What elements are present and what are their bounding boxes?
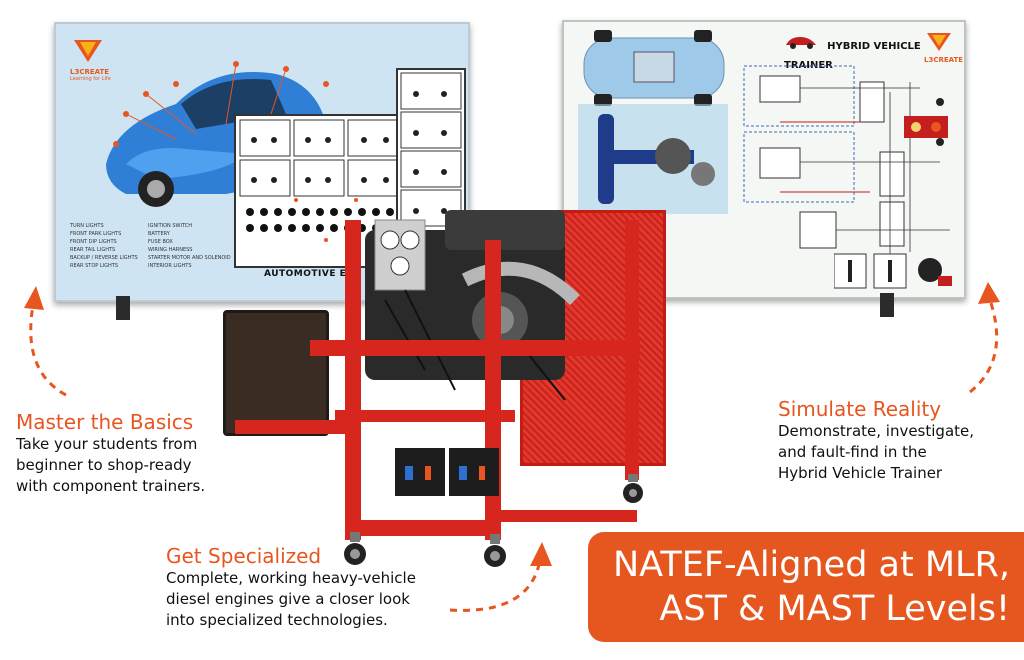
legend-item: WIRING HARNESS (148, 247, 193, 253)
callout-line: and fault-find in the (778, 443, 927, 461)
legend-item: IGNITION SWITCH (148, 223, 192, 229)
frame-rail (310, 340, 640, 356)
control-knobs (834, 253, 952, 289)
dashed-arrow-center (449, 542, 552, 612)
brand-logo: L3CREATE (924, 30, 963, 64)
legend-item: BACKUP / REVERSE LIGHTS (70, 255, 138, 261)
frame-rail (335, 410, 515, 422)
shield-logo-icon (74, 40, 102, 62)
circuit-diagram (239, 119, 403, 242)
legend-item: STARTER MOTOR AND SOLENOID (148, 255, 231, 261)
callout-line: Hybrid Vehicle Trainer (778, 464, 943, 482)
batteries (395, 448, 499, 496)
frame-post (345, 220, 361, 540)
callout-heading: Simulate Reality (778, 397, 942, 421)
diesel-engine-trainer (215, 180, 685, 580)
legend-item: FUSE BOX (148, 239, 173, 245)
callout-heading: Get Specialized (166, 544, 322, 568)
dashed-arrow-left (24, 286, 67, 397)
callout-line: Take your students from (16, 435, 198, 453)
caster-wheel (344, 532, 366, 565)
legend-item: TURN LIGHTS (70, 223, 104, 229)
caster-wheel (484, 534, 506, 567)
legend-list-col2: IGNITION SWITCH BATTERY FUSE BOX WIRING … (148, 222, 231, 270)
frame-post (625, 220, 639, 480)
legend-list-col1: TURN LIGHTS FRONT PARK LIGHTS FRONT DIP … (70, 222, 138, 270)
drivetrain-diagram (578, 104, 728, 214)
get-specialized-callout: Get Specialized Complete, working heavy-… (166, 544, 466, 631)
trainer-header: HYBRID VEHICLE TRAINER (784, 34, 964, 72)
simulate-reality-callout: Simulate Reality Demonstrate, investigat… (778, 397, 1018, 484)
circuit-column-diagram (400, 72, 462, 227)
frame-rail (345, 520, 500, 536)
legend-item: FRONT DIP LIGHTS (70, 239, 117, 245)
hybrid-wiring-diagram (743, 65, 950, 262)
callout-line: Complete, working heavy-vehicle (166, 569, 416, 587)
callout-line: with component trainers. (16, 477, 206, 495)
frame-rail (235, 420, 355, 434)
callout-line: diesel engines give a closer look (166, 590, 410, 608)
callout-line: beginner to shop-ready (16, 456, 192, 474)
automotive-electrical-trainer-board: L3CREATE Learning for Life TURN LIGHTS F… (54, 22, 470, 302)
engine-block (365, 210, 580, 401)
brand-name: L3CREATE (70, 68, 110, 76)
brand-name: L3CREATE (924, 56, 964, 64)
banner-line: AST & MAST Levels! (659, 589, 1010, 629)
caster-wheel (623, 474, 643, 503)
banner-line: NATEF-Aligned at MLR, (613, 545, 1010, 585)
circuit-column (396, 68, 466, 232)
board-leg (880, 293, 894, 317)
master-basics-callout: Master the Basics Take your students fro… (16, 410, 276, 497)
callout-heading: Master the Basics (16, 410, 194, 434)
dashed-arrow-right (969, 282, 1000, 394)
legend-item: INTERIOR LIGHTS (148, 263, 192, 269)
board-leg (116, 296, 130, 320)
callout-line: into specialized technologies. (166, 611, 388, 629)
legend-item: REAR STOP LIGHTS (70, 263, 119, 269)
natef-banner: NATEF-Aligned at MLR, AST & MAST Levels! (588, 532, 1024, 642)
callout-line: Demonstrate, investigate, (778, 422, 975, 440)
air-cleaner (223, 310, 329, 436)
legend-item: FRONT PARK LIGHTS (70, 231, 122, 237)
shield-logo-icon (927, 33, 951, 51)
brand-logo: L3CREATE Learning for Life (70, 36, 111, 82)
frame-rail (497, 510, 637, 522)
red-car-icon (786, 37, 816, 49)
brand-tagline: Learning for Life (70, 76, 111, 82)
trainer-title: HYBRID VEHICLE TRAINER (784, 41, 921, 71)
panel-label: AUTOMOTIVE EL (264, 269, 353, 279)
circuit-panel (234, 114, 408, 268)
legend-item: REAR TAIL LIGHTS (70, 247, 116, 253)
legend-item: BATTERY (148, 231, 170, 237)
chassis-top-view (583, 30, 725, 106)
